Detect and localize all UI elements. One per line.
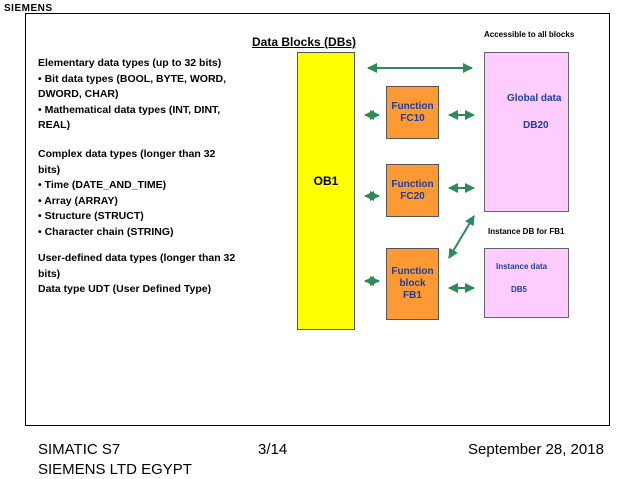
global-data-label: Global data bbox=[507, 93, 562, 104]
complex-types-text: Complex data types (longer than 32 bits)… bbox=[38, 147, 215, 241]
text-line: • Mathematical data types (INT, DINT, bbox=[38, 103, 221, 116]
instance-db-label: Instance DB for FB1 bbox=[488, 227, 565, 236]
text-line: Data type UDT (User Defined Type) bbox=[38, 283, 212, 296]
instance-data-label: Instance data bbox=[496, 262, 548, 271]
text-line: • Bit data types (BOOL, BYTE, WORD, bbox=[38, 72, 227, 85]
ob1-block: OB1 bbox=[297, 52, 355, 330]
user-defined-types-text: User-defined data types (longer than 32 … bbox=[38, 251, 235, 298]
fc20-block: Function FC20 bbox=[386, 164, 439, 217]
fc10-block: Function FC10 bbox=[386, 86, 439, 139]
text-line: DWORD, CHAR) bbox=[38, 88, 119, 101]
siemens-logo: SIEMENS bbox=[4, 3, 53, 14]
text-line: Elementary data types (up to 32 bits) bbox=[38, 57, 222, 69]
footer-page-number: 3/14 bbox=[258, 441, 288, 458]
footer-company: SIEMENS LTD EGYPT bbox=[38, 461, 192, 478]
slide-frame bbox=[25, 13, 610, 426]
text-line: • Array (ARRAY) bbox=[38, 194, 118, 207]
text-line: REAL) bbox=[38, 119, 71, 132]
global-data-db: DB20 bbox=[523, 120, 549, 131]
footer-date: September 28, 2018 bbox=[468, 441, 604, 458]
fc10-number: FC10 bbox=[400, 112, 425, 124]
instance-data-block: Instance data DB5 bbox=[484, 248, 569, 318]
text-line: bits) bbox=[38, 163, 61, 176]
slide-title: Data Blocks (DBs) bbox=[252, 35, 357, 49]
fc10-label: Function bbox=[391, 100, 434, 112]
footer-product: SIMATIC S7 bbox=[38, 441, 121, 458]
fb1-number: FB1 bbox=[403, 290, 422, 301]
text-line: Complex data types (longer than 32 bbox=[38, 148, 216, 160]
text-line: bits) bbox=[38, 267, 61, 280]
fb1-label-2: block bbox=[399, 278, 426, 289]
text-line: • Character chain (STRING) bbox=[38, 225, 174, 238]
text-line: • Structure (STRUCT) bbox=[38, 210, 144, 223]
ob1-label: OB1 bbox=[313, 174, 339, 188]
fb1-block: Function block FB1 bbox=[386, 248, 439, 320]
global-data-block: Global data DB20 bbox=[484, 52, 569, 212]
accessible-label: Accessible to all blocks bbox=[484, 30, 575, 39]
fc20-number: FC20 bbox=[400, 190, 425, 202]
fc20-label: Function bbox=[391, 178, 434, 190]
instance-data-db: DB5 bbox=[511, 285, 528, 294]
fb1-label: Function bbox=[391, 266, 434, 277]
arrow-fb1-global bbox=[448, 215, 475, 259]
text-line: • Time (DATE_AND_TIME) bbox=[38, 179, 167, 192]
elementary-types-text: Elementary data types (up to 32 bits) • … bbox=[38, 56, 226, 134]
text-line: User-defined data types (longer than 32 bbox=[38, 252, 236, 264]
